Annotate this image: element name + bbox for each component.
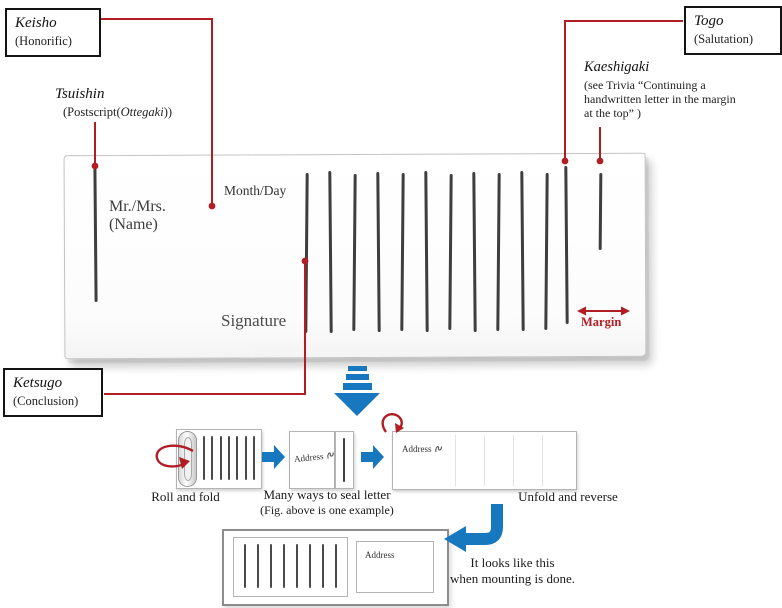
flap-ink-line <box>343 438 345 482</box>
seal-label: Many ways to seal letter (Fig. above is … <box>242 487 412 518</box>
seal-mark-icon <box>434 446 442 453</box>
final-caption: It looks like this when mounting is done… <box>435 555 590 587</box>
address-label: Address <box>365 550 395 560</box>
ink-line <box>203 436 205 480</box>
roll-fold-label: Roll and fold <box>151 489 220 504</box>
kaeshigaki-note: (see Trivia “Continuing a handwritten le… <box>584 77 736 120</box>
ketsugo-subtitle: (Conclusion) <box>13 393 79 408</box>
rolled-letter-lines <box>203 436 255 480</box>
callout-keisho: Keisho (Honorific) <box>5 8 101 57</box>
name-label-line1: Mr./Mrs. <box>109 198 166 215</box>
tsuishin-title: Tsuishin <box>55 86 105 102</box>
mounted-letter <box>233 537 348 597</box>
fold-crease <box>455 435 456 486</box>
seal-label-line1: Many ways to seal letter <box>263 487 391 502</box>
right-arrow-icon <box>262 445 285 469</box>
ink-line <box>244 436 247 480</box>
kaeshigaki-title: Kaeshigaki <box>584 59 650 75</box>
address-label: Address <box>402 444 443 454</box>
tsuishin-subtitle: (Postscript(Ottegaki)) <box>63 105 172 119</box>
ink-line <box>335 544 337 588</box>
unfold-label: Unfold and reverse <box>518 489 618 504</box>
roll-edge-icon <box>178 431 197 487</box>
fold-crease <box>484 435 485 486</box>
postscript-word: Ottegaki <box>120 104 164 119</box>
fold-crease <box>542 435 543 486</box>
ink-line <box>257 544 259 588</box>
ink-line <box>244 544 246 588</box>
big-down-arrow-icon <box>334 366 380 416</box>
address-text: Address <box>402 444 432 454</box>
month-day-label: Month/Day <box>224 183 287 198</box>
sealed-letter-flap <box>335 431 354 489</box>
sealed-letter-front: Address <box>289 431 335 489</box>
signature-label: Signature <box>221 311 287 330</box>
ink-line <box>309 544 311 588</box>
ketsugo-title: Ketsugo <box>13 375 63 391</box>
right-arrow-icon <box>361 445 384 469</box>
ink-line <box>252 436 255 480</box>
name-label-line2: (Name) <box>109 216 158 233</box>
callout-tsuishin: Tsuishin (Postscript(Ottegaki)) <box>55 86 172 119</box>
keisho-title: Keisho <box>15 15 57 31</box>
address-text: Address <box>365 550 395 560</box>
address-text: Address <box>293 451 324 465</box>
mounted-envelope: Address <box>356 541 434 593</box>
ink-line <box>211 436 214 480</box>
callout-ketsugo: Ketsugo (Conclusion) <box>3 368 103 417</box>
mounted-letter-lines <box>244 544 337 588</box>
mounted-result-frame: Address <box>222 529 449 606</box>
ink-line <box>270 544 272 588</box>
seal-mark-icon <box>326 452 334 459</box>
final-caption-line2: when mounting is done. <box>450 571 575 586</box>
address-label: Address <box>294 450 335 464</box>
togo-title: Togo <box>694 13 724 29</box>
margin-label: Margin <box>581 315 622 329</box>
unfolded-letter: Address <box>392 431 577 490</box>
postscript-suffix: )) <box>163 104 173 119</box>
ink-line <box>322 544 324 588</box>
keisho-subtitle: (Honorific) <box>15 33 72 48</box>
ink-line <box>227 436 230 480</box>
roll-core <box>184 437 192 481</box>
corner-arrow-icon <box>444 504 503 552</box>
callout-kaeshigaki: Kaeshigaki (see Trivia “Continuing a han… <box>584 59 738 120</box>
ink-line <box>219 436 222 480</box>
ink-line <box>283 544 285 588</box>
ink-line <box>236 436 239 480</box>
fold-crease <box>513 435 514 486</box>
ink-line <box>296 544 298 588</box>
postscript-prefix: (Postscript( <box>63 104 121 119</box>
togo-subtitle: (Salutation) <box>694 31 754 46</box>
callout-togo: Togo (Salutation) <box>684 6 782 55</box>
final-caption-line1: It looks like this <box>470 555 555 570</box>
rolled-letter <box>176 429 262 489</box>
seal-label-line2: (Fig. above is one example) <box>260 503 394 517</box>
